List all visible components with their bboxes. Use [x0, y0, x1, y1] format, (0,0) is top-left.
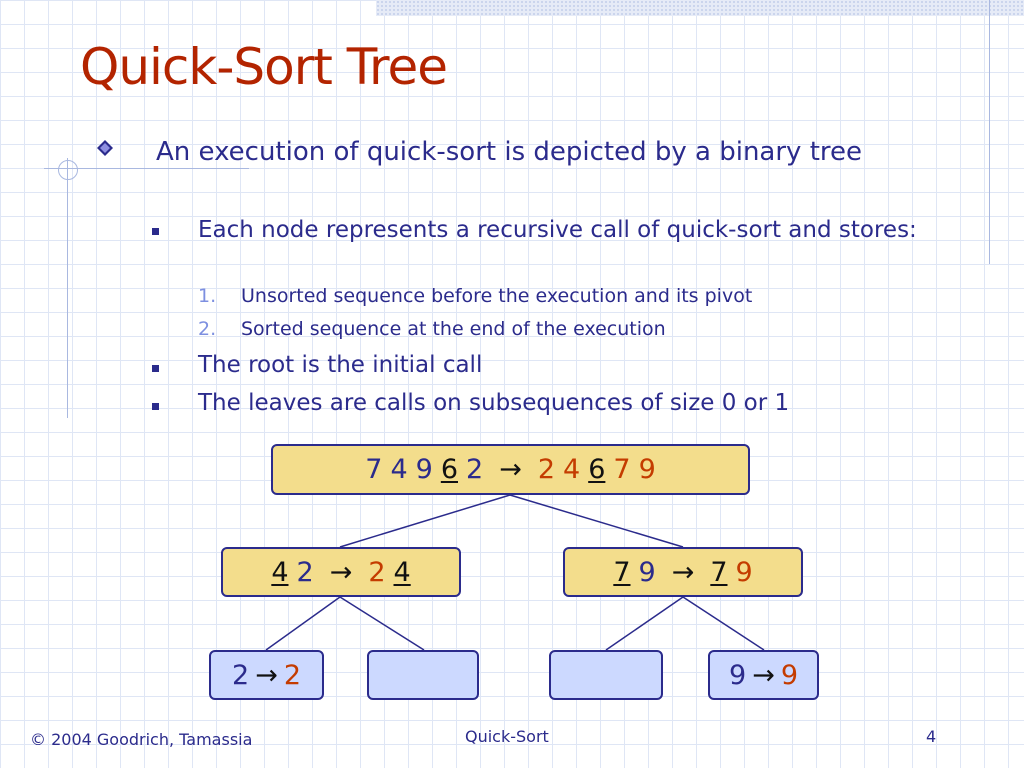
output-value: 4 [563, 454, 581, 485]
arrow-icon: → [329, 556, 353, 588]
input-value: 9 [415, 454, 433, 485]
pivot-value: 6 [588, 454, 606, 485]
vertical-rule-left [67, 158, 68, 418]
tree-edge [339, 596, 425, 651]
tree-leaf-left-right [367, 650, 479, 700]
page-number: 4 [926, 727, 937, 746]
input-value: 2 [232, 659, 250, 691]
horizontal-rule [44, 168, 249, 169]
output-value: 9 [735, 556, 753, 588]
arrow-icon: → [499, 454, 522, 485]
output-value: 7 [613, 454, 631, 485]
ring-ornament [58, 160, 78, 180]
tree-leaf-right-left [549, 650, 663, 700]
pivot-value: 4 [271, 556, 289, 588]
square-bullet-icon [152, 365, 159, 372]
numbered-item-text: Sorted sequence at the end of the execut… [241, 318, 666, 340]
square-bullet-icon [152, 228, 159, 235]
sub-bullet-text: The root is the initial call [198, 352, 483, 378]
slide-title: Quick-Sort Tree [80, 38, 448, 96]
main-bullet-text: An execution of quick-sort is depicted b… [156, 137, 863, 167]
arrow-icon: → [752, 659, 775, 691]
input-value: 9 [729, 659, 747, 691]
input-value: 7 [365, 454, 383, 485]
arrow-icon: → [255, 659, 278, 691]
sub-bullet-text: The leaves are calls on subsequences of … [198, 390, 790, 416]
input-value: 4 [390, 454, 408, 485]
tree-leaf-left-left: 2→2 [209, 650, 324, 700]
vertical-rule-right [989, 0, 990, 264]
header-band [376, 0, 1024, 16]
numbered-item-text: Unsorted sequence before the execution a… [241, 285, 753, 307]
input-value: 9 [638, 556, 656, 588]
input-value: 2 [466, 454, 484, 485]
output-value: 2 [368, 556, 386, 588]
footer-topic: Quick-Sort [465, 727, 549, 746]
input-value: 2 [296, 556, 314, 588]
tree-edge [339, 494, 511, 548]
output-value: 2 [283, 659, 301, 691]
pivot-value: 6 [440, 454, 458, 485]
pivot-value: 7 [613, 556, 631, 588]
sub-bullet-text: Each node represents a recursive call of… [198, 217, 917, 243]
number-marker: 2. [198, 318, 217, 340]
square-bullet-icon [152, 403, 159, 410]
footer-copyright: © 2004 Goodrich, Tamassia [30, 730, 253, 749]
pivot-value: 4 [393, 556, 411, 588]
output-value: 9 [780, 659, 798, 691]
diamond-bullet-icon [97, 140, 113, 156]
arrow-icon: → [671, 556, 695, 588]
output-value: 2 [537, 454, 555, 485]
tree-edge [265, 596, 341, 651]
tree-leaf-right-right: 9→9 [708, 650, 819, 700]
tree-edge [605, 596, 684, 651]
pivot-value: 7 [710, 556, 728, 588]
output-value: 9 [638, 454, 656, 485]
tree-edge [682, 596, 765, 651]
tree-edge [509, 494, 684, 548]
number-marker: 1. [198, 285, 217, 307]
